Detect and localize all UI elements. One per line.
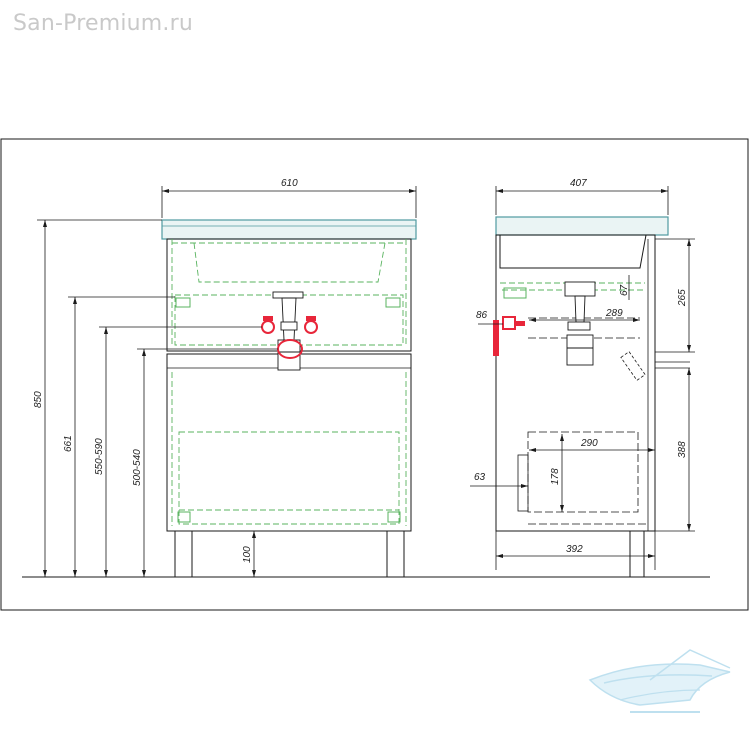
dim-side-289: 289	[605, 308, 623, 319]
dim-side-388: 388	[677, 441, 688, 458]
dim-side-67: 67	[619, 284, 630, 296]
dim-side-290: 290	[580, 438, 598, 449]
dim-side-178: 178	[550, 468, 561, 485]
front-basin-top	[161, 219, 417, 240]
front-valve-right	[304, 316, 318, 334]
dim-front-height-500-540: 500-540	[132, 449, 143, 486]
side-leg	[629, 530, 645, 578]
side-cabinet	[495, 234, 656, 532]
dim-front-height-total: 850	[33, 391, 44, 408]
side-basin-top	[495, 216, 669, 236]
dim-front-height-550-590: 550-590	[94, 438, 105, 475]
front-leg-left	[174, 530, 193, 578]
side-view: 407 392 265 388 289 86	[470, 178, 695, 578]
side-siphon	[564, 281, 596, 366]
bathtub-logo-icon	[588, 649, 731, 713]
dim-front-width: 610	[281, 178, 298, 189]
dim-side-265: 265	[677, 289, 688, 307]
dim-side-63: 63	[474, 472, 486, 483]
dim-front-height-661: 661	[63, 435, 74, 452]
front-leg-right	[386, 530, 405, 578]
dim-side-86: 86	[476, 310, 488, 321]
front-cabinet-lower	[166, 353, 412, 532]
front-valve-left	[261, 316, 275, 334]
dim-side-depth-bottom: 392	[566, 544, 583, 555]
site-watermark-text: San-Premium.ru	[13, 11, 194, 36]
dim-front-leg-height: 100	[242, 546, 253, 563]
front-view: 610 850 661 550-590 500-540 100	[33, 178, 417, 578]
drawing-frame	[0, 138, 749, 611]
side-valve	[493, 316, 525, 356]
dim-side-depth-top: 407	[570, 178, 587, 189]
